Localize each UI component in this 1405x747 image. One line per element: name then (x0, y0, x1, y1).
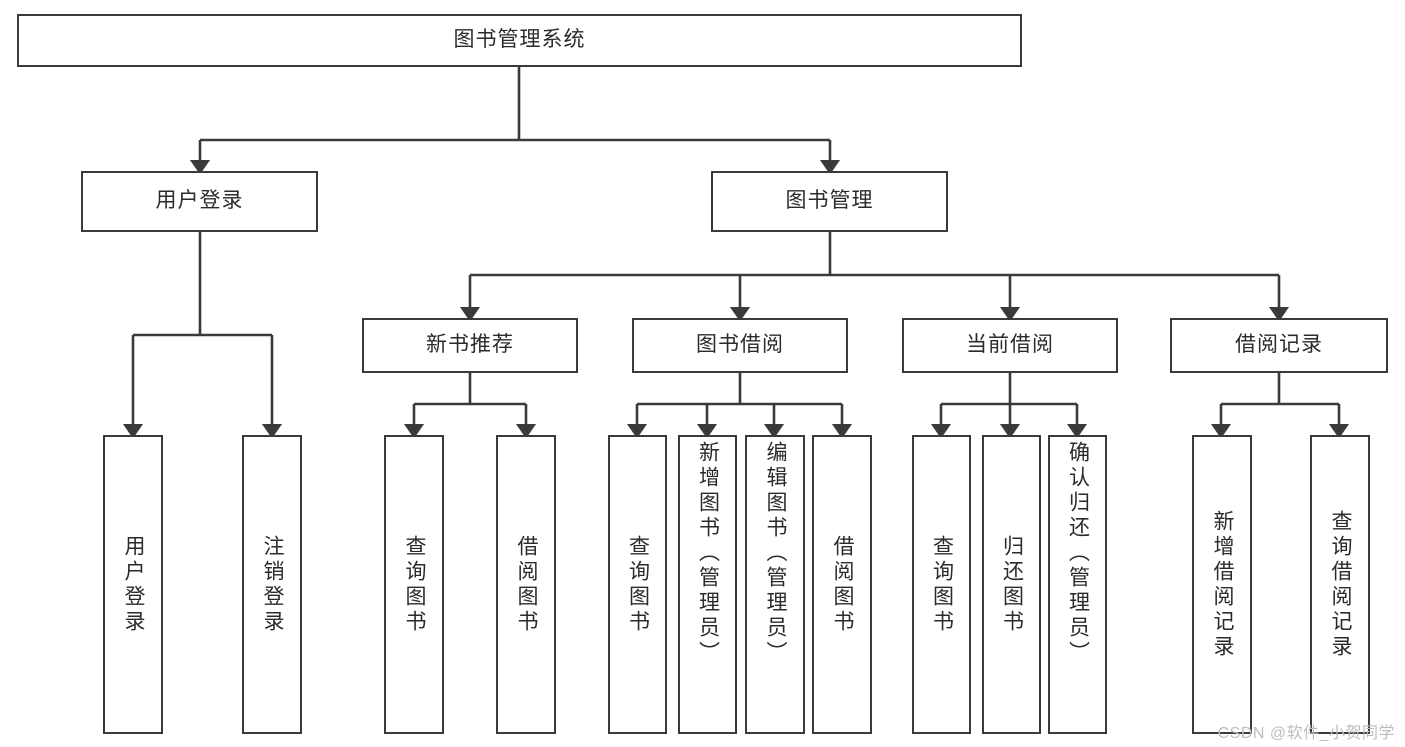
node-leaf-book-borrow-borrow[interactable]: 借阅图书 (812, 435, 872, 734)
node-user-login[interactable]: 用户登录 (81, 171, 318, 232)
node-leaf-borrow-record-add-label: 新增借阅记录 (1211, 509, 1235, 660)
node-book-management-label: 图书管理 (785, 189, 874, 213)
node-leaf-book-borrow-query-label: 查询图书 (626, 534, 650, 635)
node-leaf-borrow-record-query[interactable]: 查询借阅记录 (1310, 435, 1370, 734)
node-borrow-record[interactable]: 借阅记录 (1170, 318, 1388, 373)
node-leaf-current-borrow-query-label: 查询图书 (930, 534, 954, 635)
node-root-label: 图书管理系统 (453, 28, 586, 52)
node-leaf-borrow-record-add[interactable]: 新增借阅记录 (1192, 435, 1252, 734)
node-leaf-new-book-borrow[interactable]: 借阅图书 (496, 435, 556, 734)
node-current-borrow[interactable]: 当前借阅 (902, 318, 1118, 373)
node-leaf-current-borrow-confirm[interactable]: 确认归还（管理员） (1048, 435, 1107, 734)
node-user-login-label: 用户登录 (155, 189, 244, 213)
node-leaf-new-book-borrow-label: 借阅图书 (515, 534, 539, 635)
node-leaf-book-borrow-add[interactable]: 新增图书（管理员） (678, 435, 737, 734)
node-leaf-user-login-signout[interactable]: 注销登录 (242, 435, 302, 734)
node-leaf-current-borrow-return[interactable]: 归还图书 (982, 435, 1041, 734)
node-leaf-user-login-signout-label: 注销登录 (261, 534, 285, 635)
node-leaf-user-login-signin[interactable]: 用户登录 (103, 435, 163, 734)
node-current-borrow-label: 当前借阅 (966, 333, 1054, 357)
node-leaf-book-borrow-borrow-label: 借阅图书 (831, 534, 855, 635)
node-book-borrow[interactable]: 图书借阅 (632, 318, 848, 373)
node-new-book-recommend-label: 新书推荐 (426, 333, 514, 357)
node-leaf-new-book-query-label: 查询图书 (403, 534, 427, 635)
node-new-book-recommend[interactable]: 新书推荐 (362, 318, 578, 373)
node-leaf-current-borrow-confirm-label: 确认归还（管理员） (1066, 441, 1090, 666)
node-leaf-book-borrow-query[interactable]: 查询图书 (608, 435, 667, 734)
node-root-book-management-system[interactable]: 图书管理系统 (17, 14, 1022, 67)
watermark: CSDN @软件_小贺同学 (1217, 725, 1395, 742)
node-leaf-borrow-record-query-label: 查询借阅记录 (1329, 509, 1353, 660)
node-book-management[interactable]: 图书管理 (711, 171, 948, 232)
node-borrow-record-label: 借阅记录 (1235, 333, 1323, 357)
node-leaf-current-borrow-return-label: 归还图书 (1000, 534, 1024, 635)
node-book-borrow-label: 图书借阅 (696, 333, 784, 357)
node-leaf-new-book-query[interactable]: 查询图书 (384, 435, 444, 734)
node-leaf-book-borrow-add-label: 新增图书（管理员） (696, 441, 720, 666)
node-leaf-book-borrow-edit-label: 编辑图书（管理员） (764, 441, 788, 666)
node-leaf-current-borrow-query[interactable]: 查询图书 (912, 435, 971, 734)
node-leaf-user-login-signin-label: 用户登录 (122, 534, 146, 635)
node-leaf-book-borrow-edit[interactable]: 编辑图书（管理员） (745, 435, 805, 734)
